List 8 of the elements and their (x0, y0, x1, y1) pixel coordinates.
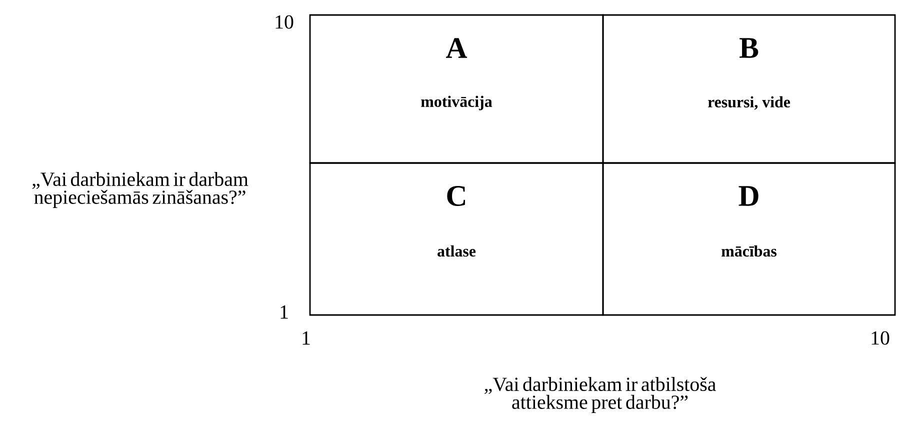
quadrant-cell: D mācības (602, 162, 896, 316)
axis-tick: 1 (280, 305, 288, 319)
quadrant-cell: A motivācija (309, 14, 604, 164)
axis-tick: 1 (302, 331, 310, 345)
axis-title: „Vai darbiniekam ir darbam nepieciešamās zināšanas?” (32, 172, 248, 208)
quadrant-cell: C atlase (309, 162, 604, 316)
axis-title: „Vai darbiniekam ir atbilstoša attieksme pret darbu?” (484, 377, 716, 413)
quadrant-cell: B resursi, vide (602, 14, 896, 164)
